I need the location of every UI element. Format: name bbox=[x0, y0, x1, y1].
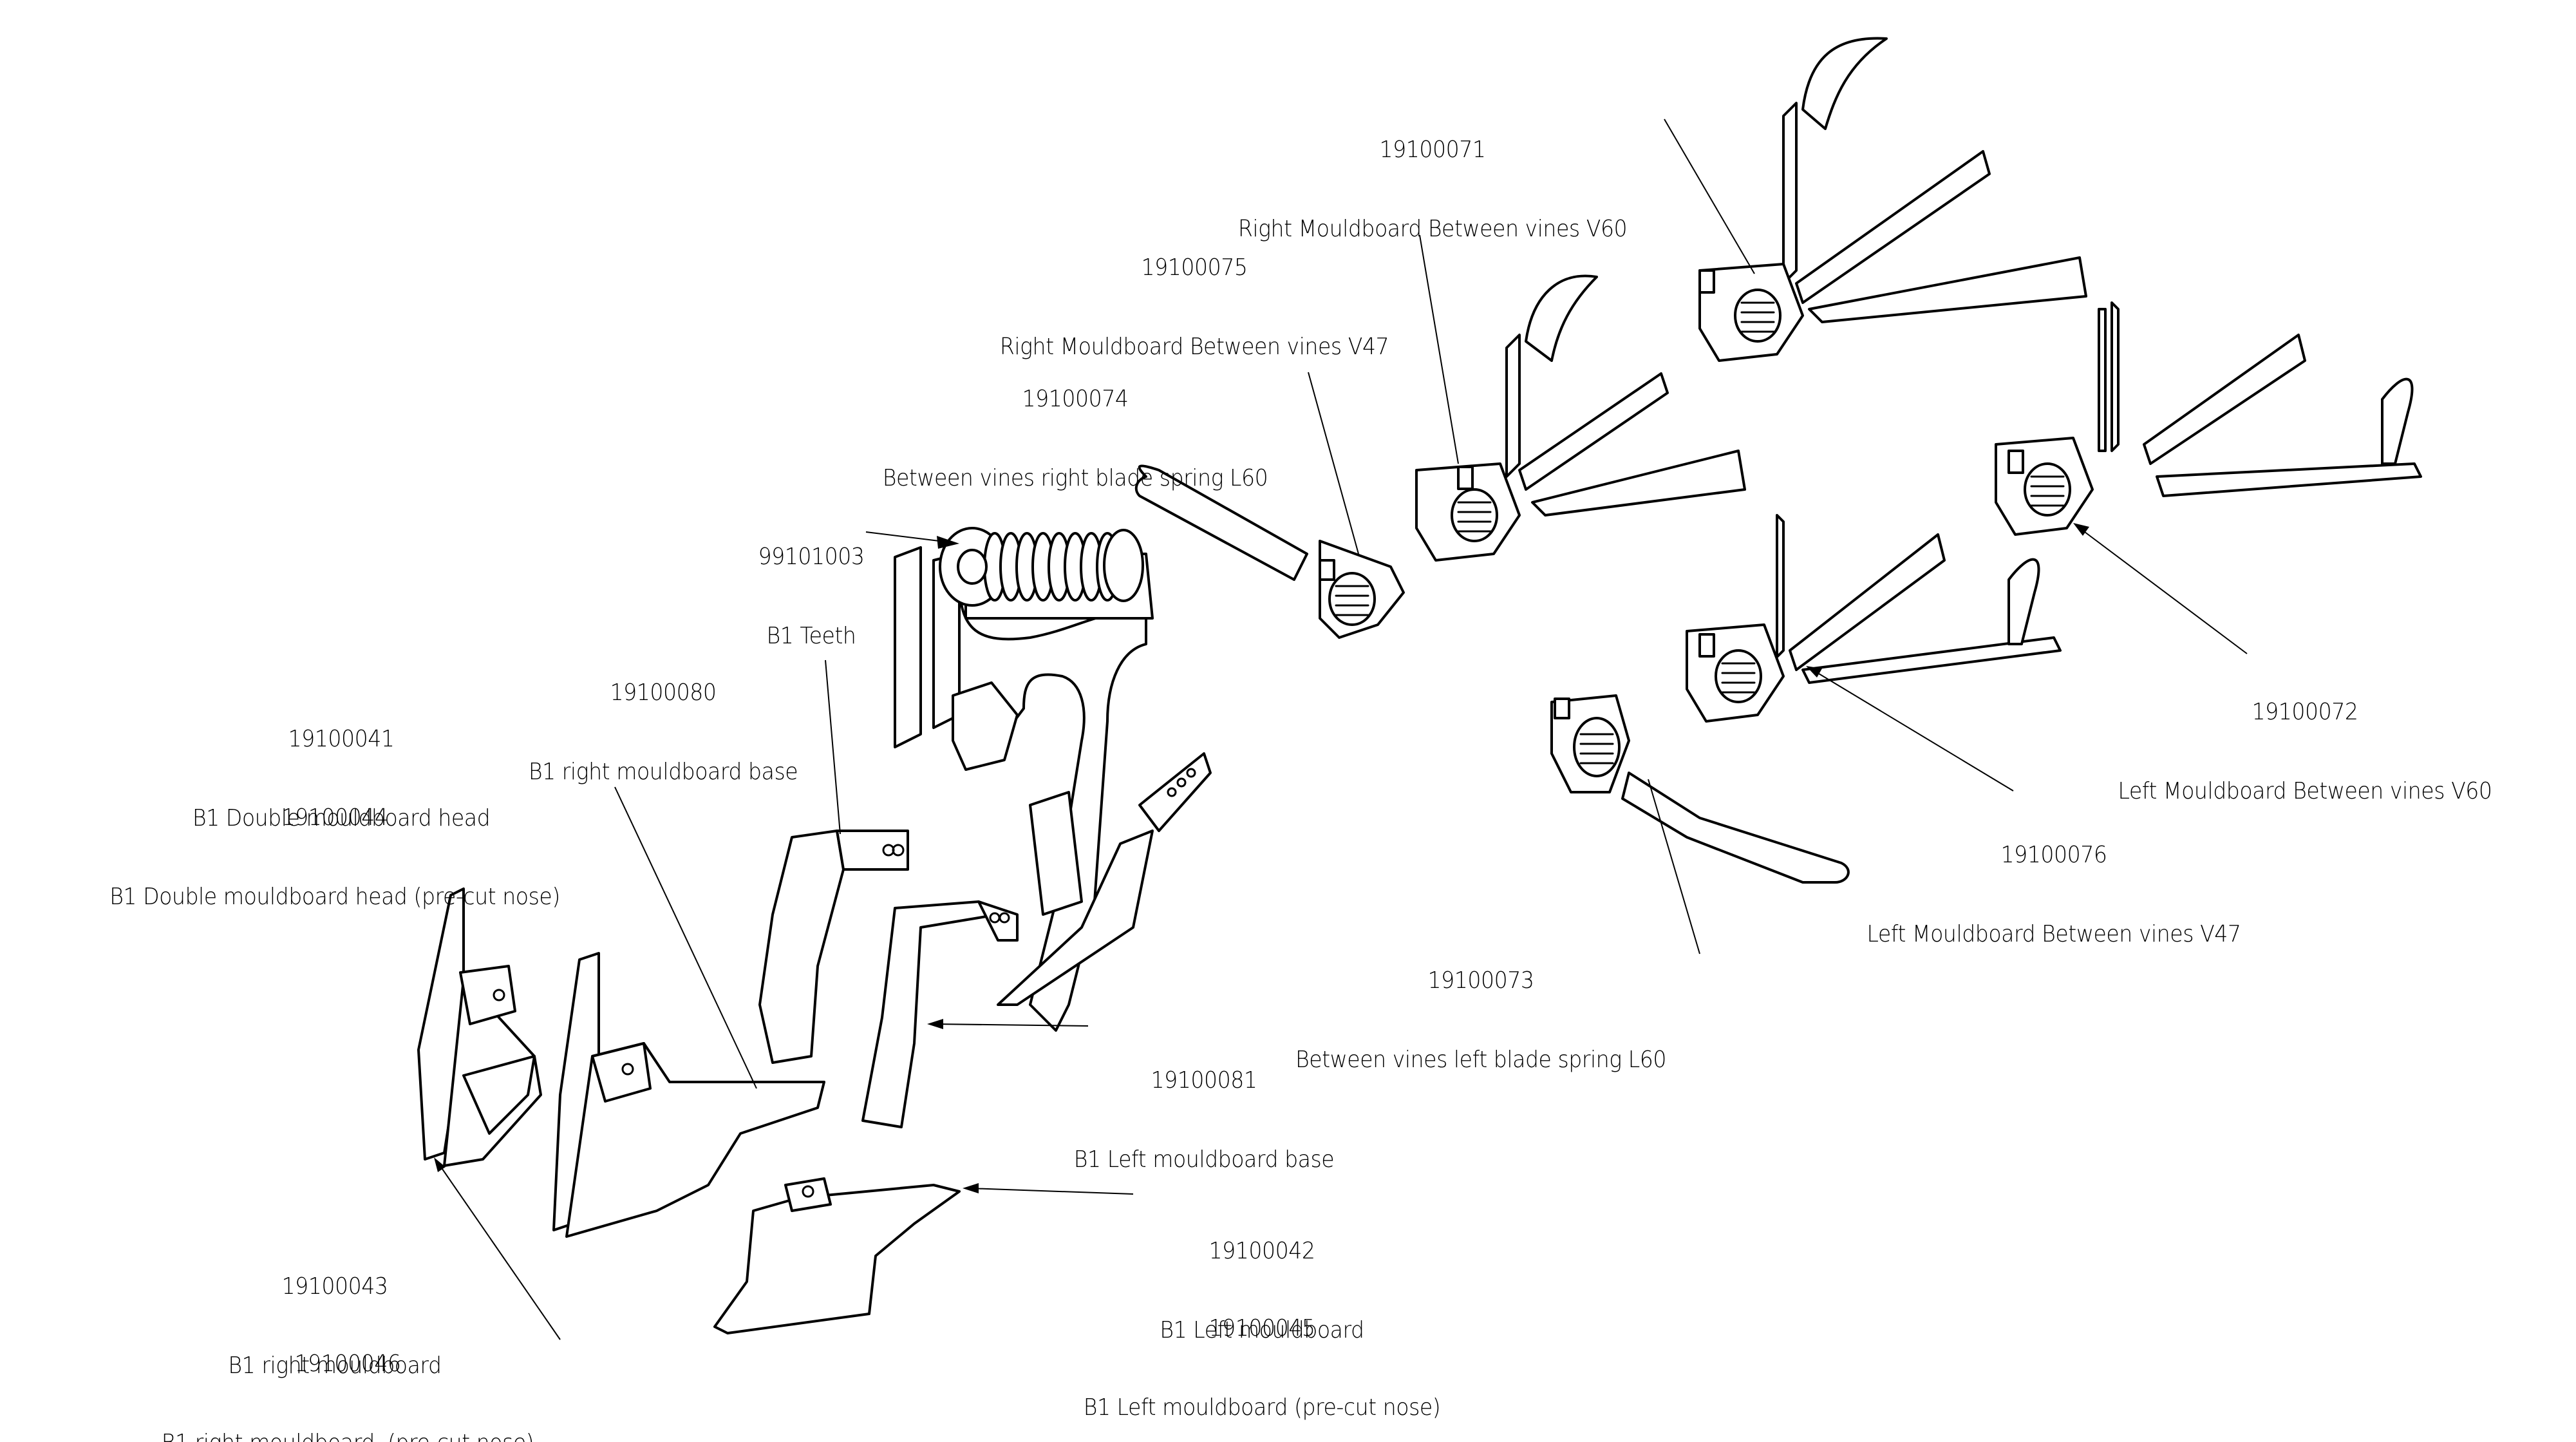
left-mouldboard-v47-part bbox=[1686, 514, 2062, 723]
part-number: 19100041 bbox=[288, 726, 395, 752]
leader-19100072 bbox=[2079, 527, 2248, 654]
part-description: B1 right mouldboard (pre-cut nose) bbox=[117, 1430, 579, 1442]
part-description: Left Mouldboard Between vines V47 bbox=[1866, 921, 2241, 947]
leader-19100073 bbox=[1648, 779, 1700, 954]
leader-19100044 bbox=[614, 786, 757, 1089]
leader-99101003 bbox=[865, 531, 950, 543]
b1-right-mouldboard-part bbox=[417, 887, 542, 1167]
part-description: B1 Double mouldboard head bbox=[192, 805, 491, 831]
arrow-99101003 bbox=[937, 536, 959, 549]
part-number: 19100071 bbox=[1379, 137, 1486, 163]
b1-teeth-part bbox=[894, 527, 1212, 1032]
callout-19100071: 19100071 Right Mouldboard Between vines … bbox=[1205, 84, 1660, 269]
callout-19100080: 19100080 B1 right mouldboard base bbox=[503, 627, 823, 811]
callout-19100076: 19100076 Left Mouldboard Between vines V… bbox=[1829, 789, 2279, 974]
callout-19100041: 19100041 B1 Double mouldboard head bbox=[158, 673, 525, 858]
leader-19100075 bbox=[1419, 234, 1459, 464]
part-number: 19100045 bbox=[1208, 1315, 1315, 1342]
leader-lines bbox=[434, 119, 2248, 1340]
part-number: 19100042 bbox=[1208, 1238, 1315, 1264]
callout-19100043: 19100043 B1 right mouldboard bbox=[181, 1220, 489, 1405]
arrow-19100072 bbox=[2073, 523, 2089, 536]
part-description: B1 Left mouldboard bbox=[1160, 1317, 1364, 1343]
part-description: Left Mouldboard Between vines V60 bbox=[2118, 778, 2492, 804]
callout-19100072: 19100072 Left Mouldboard Between vines V… bbox=[2080, 646, 2530, 831]
part-number: 99101003 bbox=[758, 544, 865, 570]
right-mouldboard-v47-part bbox=[1415, 274, 1746, 562]
part-number: 19100072 bbox=[2252, 699, 2358, 725]
callout-19100046: 19100046 B1 right mouldboard (pre-cut no… bbox=[117, 1298, 579, 1442]
part-description: Between vines left blade spring L60 bbox=[1295, 1047, 1666, 1073]
part-description: B1 right mouldboard base bbox=[528, 759, 798, 785]
part-description: B1 right mouldboard bbox=[228, 1352, 442, 1379]
part-number: 19100074 bbox=[1022, 386, 1129, 412]
part-number: 19100075 bbox=[1141, 254, 1248, 281]
part-number: 19100044 bbox=[281, 804, 388, 831]
part-number: 19100043 bbox=[281, 1273, 388, 1300]
part-description: Right Mouldboard Between vines V47 bbox=[999, 334, 1389, 360]
part-number: 19100046 bbox=[294, 1351, 401, 1377]
part-description: Right Mouldboard Between vines V60 bbox=[1237, 216, 1628, 242]
part-number: 19100080 bbox=[610, 679, 717, 706]
part-number: 19100081 bbox=[1151, 1067, 1257, 1094]
leader-19100042 bbox=[968, 1188, 1134, 1195]
callout-19100073: 19100073 Between vines left blade spring… bbox=[1262, 915, 1700, 1099]
part-number: 19100076 bbox=[2000, 842, 2107, 868]
callout-19100042: 19100042 B1 Left mouldboard bbox=[1132, 1185, 1393, 1370]
leader-19100081 bbox=[933, 1023, 1089, 1027]
callout-19100074: 19100074 Between vines right blade sprin… bbox=[856, 333, 1295, 518]
left-mouldboard-v60-part bbox=[1995, 301, 2422, 536]
leader-19100071 bbox=[1664, 119, 1755, 274]
callout-19100081: 19100081 B1 Left mouldboard base bbox=[1038, 1014, 1369, 1199]
callout-19100044: 19100044 B1 Double mouldboard head (pre-… bbox=[74, 752, 596, 936]
arrow-19100042 bbox=[963, 1183, 979, 1193]
part-number: 19100073 bbox=[1427, 967, 1534, 994]
part-description: B1 Left mouldboard base bbox=[1073, 1146, 1335, 1173]
b1-double-mouldboard-head-part bbox=[552, 952, 825, 1238]
part-description: B1 Double mouldboard head (pre-cut nose) bbox=[109, 884, 560, 910]
leader-19100074 bbox=[1308, 372, 1359, 555]
arrow-19100076 bbox=[1806, 666, 1822, 678]
leader-19100076 bbox=[1812, 669, 2014, 792]
right-mouldboard-v60-part bbox=[1698, 37, 2087, 362]
b1-left-mouldboard-base-part bbox=[861, 900, 1019, 1128]
leader-19100046 bbox=[437, 1162, 561, 1340]
b1-left-mouldboard-part bbox=[713, 1177, 961, 1334]
callout-99101003: 99101003 B1 Teeth bbox=[746, 491, 876, 676]
callout-19100045: 19100045 B1 Left mouldboard (pre-cut nos… bbox=[1060, 1262, 1463, 1442]
part-description: Between vines right blade spring L60 bbox=[882, 465, 1268, 491]
leader-19100080 bbox=[825, 659, 841, 835]
b1-right-mouldboard-base-part bbox=[758, 830, 909, 1064]
part-description: B1 Left mouldboard (pre-cut nose) bbox=[1083, 1394, 1441, 1421]
callout-19100075: 19100075 Right Mouldboard Between vines … bbox=[966, 202, 1422, 386]
left-blade-spring-l60-part bbox=[1550, 694, 1850, 884]
spring-coil bbox=[939, 527, 1144, 607]
right-blade-spring-l60-part bbox=[1134, 464, 1405, 639]
part-description: B1 Teeth bbox=[766, 623, 856, 649]
arrow-19100081 bbox=[927, 1019, 943, 1029]
arrow-19100046 bbox=[434, 1157, 446, 1172]
